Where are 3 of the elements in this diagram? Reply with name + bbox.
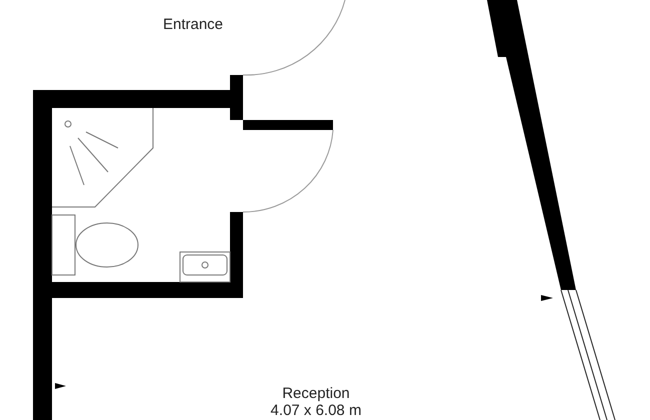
room-label: Reception [282,385,350,402]
room-dimensions: 4.07 x 6.08 m [270,402,362,419]
room-label: Entrance [162,16,224,33]
